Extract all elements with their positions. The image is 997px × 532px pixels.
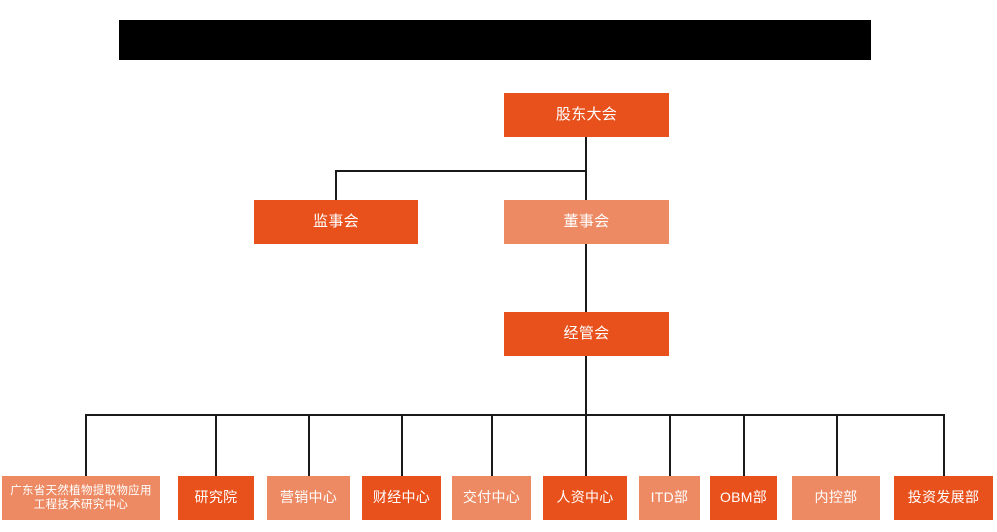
node-label: 经管会	[563, 324, 610, 342]
connector-drop-marketing	[308, 414, 310, 476]
node-label: 营销中心	[279, 489, 338, 506]
node-shareholders-meeting[interactable]: 股东大会	[504, 93, 669, 137]
node-institute[interactable]: 研究院	[178, 476, 254, 520]
connector-drop-internal-control	[836, 414, 838, 476]
connector-drop-finance	[401, 414, 403, 476]
connector-management-stem	[585, 356, 587, 415]
connector-level2-bus	[335, 170, 586, 172]
connector-supervisory-drop	[335, 170, 337, 201]
node-supervisory-board[interactable]: 监事会	[254, 200, 418, 244]
node-label: 内控部	[814, 489, 858, 506]
connector-shareholders-stem	[585, 137, 587, 171]
node-management-committee[interactable]: 经管会	[504, 312, 669, 356]
connector-drop-itd	[669, 414, 671, 476]
node-finance-center[interactable]: 财经中心	[362, 476, 441, 520]
node-label: 董事会	[563, 212, 610, 230]
node-internal-control-department[interactable]: 内控部	[792, 476, 880, 520]
node-hr-center[interactable]: 人资中心	[543, 476, 627, 520]
connector-drop-delivery	[491, 414, 493, 476]
node-label: 投资发展部	[907, 489, 980, 506]
connector-departments-bus	[85, 414, 943, 416]
node-label: 财经中心	[372, 489, 431, 506]
title-bar-redacted	[119, 20, 871, 60]
node-delivery-center[interactable]: 交付中心	[452, 476, 531, 520]
node-label: OBM部	[719, 489, 768, 506]
node-label: 监事会	[313, 212, 359, 230]
connector-drop-institute	[215, 414, 217, 476]
node-marketing-center[interactable]: 营销中心	[267, 476, 350, 520]
node-obm-department[interactable]: OBM部	[710, 476, 777, 520]
node-label: 广东省天然植物提取物应用工程技术研究中心	[10, 484, 152, 511]
node-itd-department[interactable]: ITD部	[639, 476, 700, 520]
connector-drop-investment	[943, 414, 945, 476]
connector-drop-obm	[743, 414, 745, 476]
node-label: 人资中心	[556, 489, 614, 506]
node-label: ITD部	[650, 489, 689, 506]
connector-board-drop	[585, 170, 587, 201]
connector-drop-research-center	[85, 414, 87, 476]
node-investment-development-department[interactable]: 投资发展部	[894, 476, 993, 520]
node-label: 股东大会	[555, 105, 618, 123]
node-board-of-directors[interactable]: 董事会	[504, 200, 669, 244]
connector-drop-hr	[585, 414, 587, 476]
node-label: 研究院	[194, 489, 238, 506]
node-label: 交付中心	[462, 489, 521, 506]
connector-board-to-management	[585, 244, 587, 312]
node-guangdong-research-center[interactable]: 广东省天然植物提取物应用工程技术研究中心	[2, 476, 160, 520]
